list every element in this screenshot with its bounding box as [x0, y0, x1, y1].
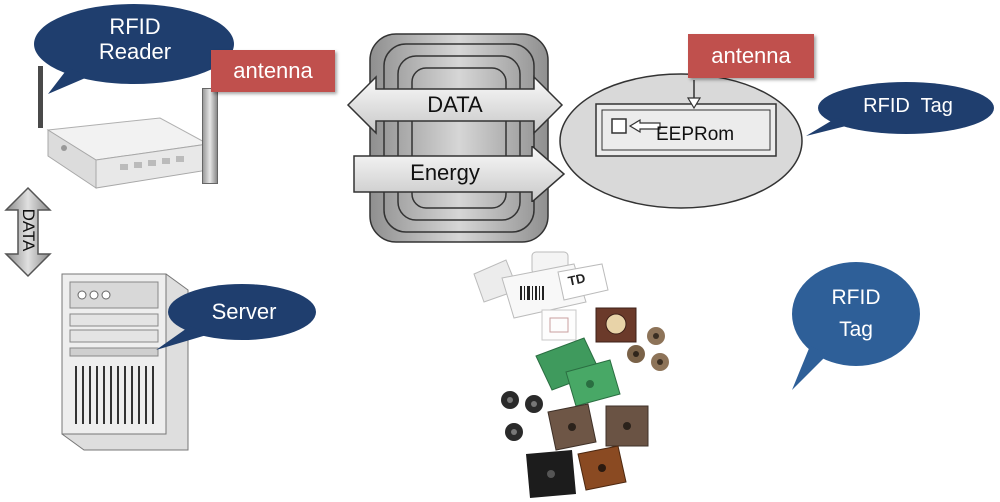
reader-server-data-arrow — [4, 186, 52, 278]
rfid-tag-samples-photo — [473, 251, 669, 498]
tag-antenna-pointer — [686, 80, 702, 110]
reader-callout-shape — [34, 4, 234, 94]
server-computer — [61, 273, 189, 451]
samples-callout-shape — [792, 262, 920, 390]
server-callout-shape — [156, 284, 316, 350]
rfid-reader-device — [38, 66, 210, 189]
coupling-coil — [369, 33, 549, 243]
tag-ellipse — [559, 73, 803, 209]
energy-arrow — [353, 146, 566, 202]
tag-antenna-label: antenna — [688, 34, 814, 78]
server-callout-text: Server — [211, 299, 277, 324]
reader-callout-text: RFID Reader — [98, 14, 172, 65]
reader-antenna-label: antenna — [211, 50, 335, 92]
eeprom-label: EEPRom — [656, 124, 735, 145]
tag-callout-shape — [806, 82, 994, 136]
samples-callout-text: RFID Tag — [831, 286, 881, 341]
vertical-data-label: DATA — [19, 208, 38, 252]
tag-callout-text: RFID Tag — [863, 95, 953, 117]
data-arrow-label: DATA — [427, 92, 483, 117]
data-double-arrow — [346, 75, 564, 135]
energy-arrow-label: Energy — [410, 160, 480, 185]
reader-antenna-plate — [202, 88, 218, 184]
